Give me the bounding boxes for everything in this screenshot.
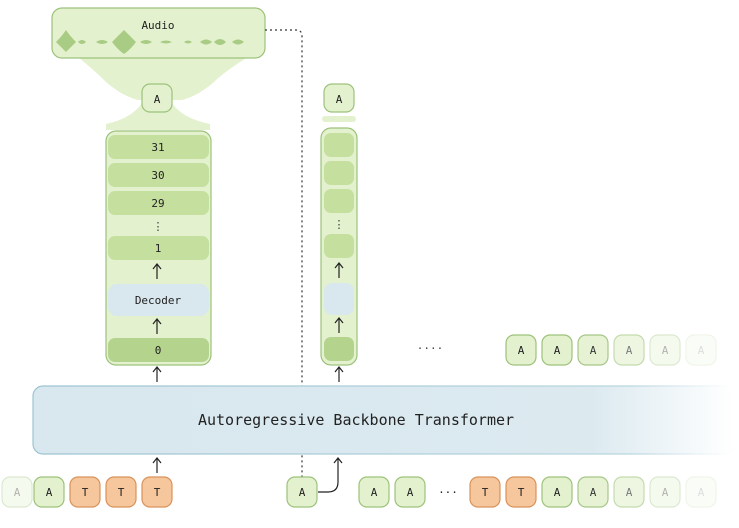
second-codebook-dots: ⋮ [334,218,345,231]
input-sequence-right: A A ··· T T A A A A A [358,476,717,508]
token-label: T [82,486,89,499]
token-label: A [590,486,597,499]
second-codebook [324,234,354,258]
audio-block: Audio [51,7,266,100]
token-label: A [518,344,525,357]
token-label: A [299,486,306,499]
token-label: A [590,344,597,357]
audio-token: A [541,476,573,508]
codebook-31-label: 31 [151,141,164,154]
audio-token: A [286,476,318,508]
ellipsis-dots: ···· [417,342,444,355]
second-top-token-label: A [336,93,343,106]
curved-arrow-icon [318,457,343,493]
token-label: A [662,486,669,499]
audio-token: A [649,334,681,366]
audio-token: A [685,334,717,366]
codebook-31 [108,135,209,159]
waveform-icon [56,30,244,54]
codebook-0-label: 0 [155,344,162,357]
codebook-30 [108,163,209,187]
codebook-29 [108,191,209,215]
text-token: T [469,476,501,508]
backbone-transformer: Autoregressive Backbone Transformer [32,385,734,455]
token-label: T [118,486,125,499]
token-label: A [698,344,705,357]
audio-token: A [577,334,609,366]
token-label: A [14,486,21,499]
token-label: A [662,344,669,357]
token-label: A [46,486,53,499]
text-token: T [105,476,137,508]
token-label: A [698,486,705,499]
backbone-label: Autoregressive Backbone Transformer [198,411,514,429]
codebook-30-label: 30 [151,169,164,182]
text-token: T [141,476,173,508]
arrow-up-icon [334,317,344,333]
audio-token: A [394,476,426,508]
codebook-dots: ⋮ [153,220,164,233]
text-token: T [505,476,537,508]
arrow-up-icon [152,457,162,473]
second-codebook [324,133,354,157]
audio-token: A [33,476,65,508]
token-label: A [626,344,633,357]
token-label: T [482,486,489,499]
codebook-1 [108,236,209,260]
audio-box [51,7,266,59]
second-decoder-block [324,283,354,315]
token-label: T [518,486,525,499]
audio-label: Audio [141,19,174,32]
audio-token: A [613,334,645,366]
codebook-1-label: 1 [155,242,162,255]
second-decoder-column: A ⋮ [320,83,358,366]
audio-token: A [1,476,33,508]
token-label: A [407,486,414,499]
decoder-top-token-label: A [154,93,161,106]
codebook-0 [108,338,209,362]
arrow-up-icon [334,366,344,382]
decoder-block [108,284,209,316]
audio-token: A [577,476,609,508]
arrow-up-icon [152,366,162,382]
input-sequence-mid: A [286,476,318,508]
second-top-token [323,83,355,113]
audio-token: A [358,476,390,508]
second-codebook [324,161,354,185]
decoder-column: A 31 30 29 ⋮ 1 Decoder 0 [105,83,212,366]
audio-token: A [685,476,717,508]
second-codebook [324,189,354,213]
token-label: A [626,486,633,499]
text-token: T [69,476,101,508]
codebook-29-label: 29 [151,197,164,210]
decoder-top-token [141,83,173,113]
dashed-connector [265,29,303,478]
audio-token: A [613,476,645,508]
audio-token: A [649,476,681,508]
arrow-up-icon [334,262,344,278]
arrow-up-icon [152,318,162,334]
audio-funnel [72,52,256,100]
decoder-label: Decoder [135,294,182,307]
audio-token: A [541,334,573,366]
token-label: A [371,486,378,499]
ellipsis-dots: ··· [438,486,458,499]
token-label: A [554,344,561,357]
token-label: T [154,486,161,499]
token-label: ··· [438,486,458,499]
token-label: A [554,486,561,499]
second-codebook-0 [324,337,354,361]
audio-token: A [505,334,537,366]
arrow-up-icon [152,263,162,279]
